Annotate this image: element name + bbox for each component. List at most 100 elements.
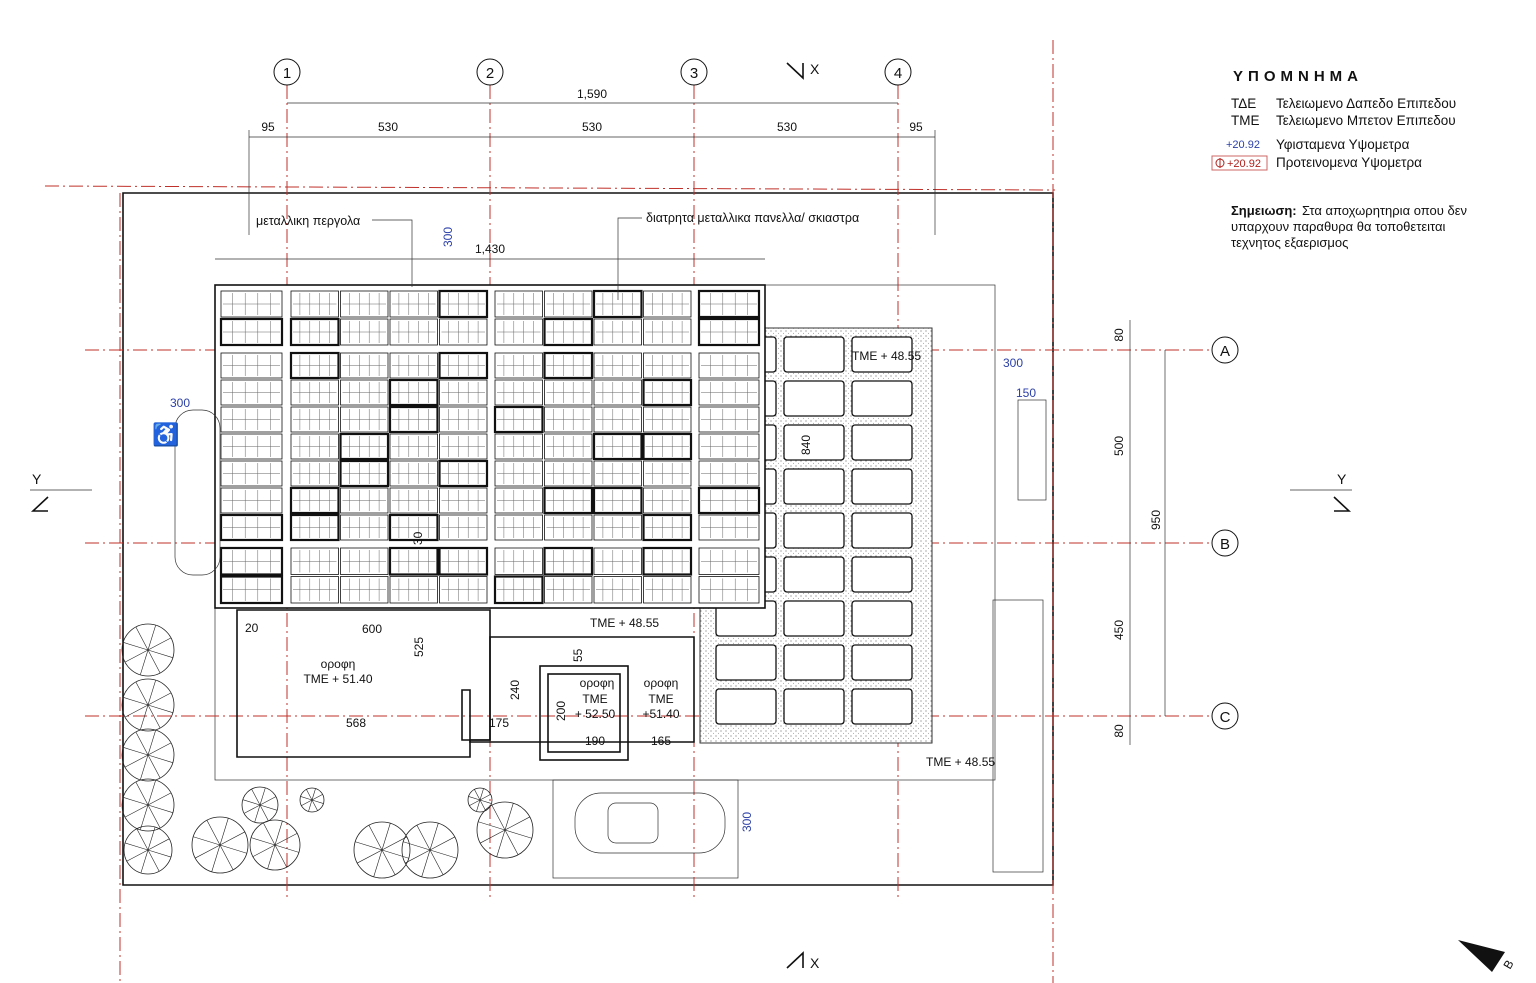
pergola-panel xyxy=(220,487,283,514)
pergola-panel xyxy=(593,460,642,487)
svg-text:TME + 51.40: TME + 51.40 xyxy=(303,672,372,686)
pergola-panel xyxy=(219,546,284,576)
svg-text:300: 300 xyxy=(740,812,754,832)
svg-text:+ 52.50: + 52.50 xyxy=(575,707,616,721)
svg-text:200: 200 xyxy=(554,701,568,721)
pergola-panel xyxy=(388,546,439,576)
svg-text:ΤΔΕ: ΤΔΕ xyxy=(1231,96,1256,111)
svg-text:80: 80 xyxy=(1112,724,1126,738)
pergola-panel xyxy=(290,290,339,318)
svg-text:1,430: 1,430 xyxy=(475,242,505,256)
pergola-panel xyxy=(544,433,593,460)
svg-text:Τελειωμενο Δαπεδο Επιπεδου: Τελειωμενο Δαπεδο Επιπεδου xyxy=(1276,96,1456,111)
pergola-panel xyxy=(494,514,543,541)
top-dimensions: 1,590 95 530 530 530 95 1,430 xyxy=(215,87,936,260)
pergola-panel xyxy=(543,317,594,347)
roof-areas xyxy=(236,609,695,761)
svg-text:οροφη: οροφη xyxy=(644,676,679,690)
svg-text:Προτεινομενα Υψομετρα: Προτεινομενα Υψομετρα xyxy=(1276,155,1422,170)
paver xyxy=(851,556,913,593)
svg-text:υπαρχουν παραθυρα θα τοποθετει: υπαρχουν παραθυρα θα τοποθετειται xyxy=(1231,219,1445,234)
svg-text:+51.40: +51.40 xyxy=(642,707,679,721)
svg-text:55: 55 xyxy=(571,648,585,662)
pergola-panel xyxy=(642,513,693,542)
pergola-panel xyxy=(544,290,593,318)
pergola-panel xyxy=(698,514,760,541)
paver xyxy=(783,424,845,461)
svg-text:A: A xyxy=(1220,343,1230,360)
pergola-panel xyxy=(643,318,692,346)
svg-text:X: X xyxy=(810,61,820,77)
svg-text:530: 530 xyxy=(777,120,797,134)
svg-text:95: 95 xyxy=(909,120,923,134)
annotations: μεταλλικη περγολα διατρητα μεταλλικα παν… xyxy=(170,211,1036,832)
pergola-panel xyxy=(339,459,390,488)
pergola-panel xyxy=(290,576,339,604)
svg-text:οροφη: οροφη xyxy=(580,676,615,690)
pergola-panel xyxy=(340,514,389,541)
svg-text:+20.92: +20.92 xyxy=(1226,139,1260,151)
svg-text:διατρητα μεταλλικα πανελλα/ σκ: διατρητα μεταλλικα πανελλα/ σκιαστρα xyxy=(646,211,859,225)
svg-text:B: B xyxy=(1500,958,1516,972)
pergola-panel xyxy=(290,460,339,487)
pergola-panel xyxy=(494,379,543,406)
axis-bubble-1: 1 xyxy=(273,58,301,86)
pergola-panel xyxy=(642,432,693,461)
svg-text:1,590: 1,590 xyxy=(577,87,607,101)
svg-text:TME + 48.55: TME + 48.55 xyxy=(926,755,995,769)
svg-text:240: 240 xyxy=(508,680,522,700)
pergola-panel xyxy=(642,378,693,407)
pergola-panel xyxy=(593,576,642,604)
svg-text:C: C xyxy=(1220,709,1231,726)
svg-text:TME: TME xyxy=(582,692,607,706)
paver xyxy=(783,380,845,417)
paver xyxy=(851,644,913,681)
svg-text:568: 568 xyxy=(346,716,366,730)
tree-icon xyxy=(123,825,173,875)
paver xyxy=(715,644,777,681)
svg-text:190: 190 xyxy=(585,734,605,748)
svg-text:Στα αποχωρητηρια οπου δεν: Στα αποχωρητηρια οπου δεν xyxy=(1302,203,1467,218)
svg-text:95: 95 xyxy=(261,120,275,134)
svg-text:450: 450 xyxy=(1112,620,1126,640)
paver xyxy=(851,424,913,461)
axis-bubble-C: C xyxy=(1211,702,1239,730)
pergola-panel xyxy=(439,406,488,433)
pergola-panel xyxy=(543,351,594,380)
svg-text:30: 30 xyxy=(411,531,425,545)
pergola-panel xyxy=(643,576,692,604)
svg-text:500: 500 xyxy=(1112,436,1126,456)
svg-text:4: 4 xyxy=(894,65,902,82)
svg-text:150: 150 xyxy=(1016,386,1036,400)
pergola-panel xyxy=(220,406,283,433)
paver xyxy=(783,600,845,637)
pergola-panel xyxy=(544,460,593,487)
tree-icon xyxy=(467,787,493,813)
pergola-panel xyxy=(494,290,543,318)
pergola-panel xyxy=(593,406,642,433)
metal-pergola-panels xyxy=(214,284,766,609)
pergola-panel xyxy=(494,547,543,575)
pergola-panel xyxy=(643,460,692,487)
svg-text:1: 1 xyxy=(283,65,291,82)
tree-icon xyxy=(191,816,249,874)
svg-text:300: 300 xyxy=(170,396,190,410)
pergola-panel xyxy=(593,352,642,379)
svg-text:τεχνητος εξαερισμος: τεχνητος εξαερισμος xyxy=(1231,235,1348,250)
pergola-panel xyxy=(544,514,593,541)
pergola-panel xyxy=(698,547,760,575)
pergola-panel xyxy=(389,487,438,514)
paver xyxy=(783,644,845,681)
pergola-panel xyxy=(698,433,760,460)
tree-icon xyxy=(299,787,325,813)
pergola-panel xyxy=(289,486,340,515)
pergola-panel xyxy=(438,459,489,488)
pergola-panel xyxy=(289,351,340,380)
svg-text:2: 2 xyxy=(486,65,494,82)
paver xyxy=(851,688,913,725)
pergola-panel xyxy=(439,487,488,514)
axis-bubble-4: 4 xyxy=(884,58,912,86)
pergola-panel xyxy=(438,289,489,319)
pergola-panel xyxy=(388,405,439,434)
parking: ♿ xyxy=(152,409,726,854)
